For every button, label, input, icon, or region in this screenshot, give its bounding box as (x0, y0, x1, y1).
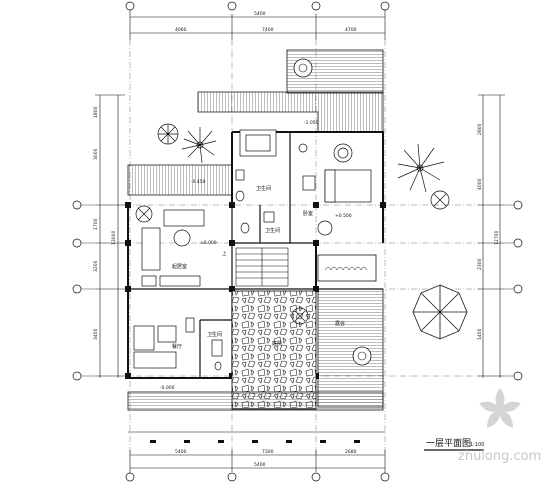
drawing-title: 一层平面图 (426, 438, 471, 449)
right-dimension-2: 4000 (477, 178, 483, 190)
deck-plant (293, 58, 313, 78)
room-label-living: 起居室 (172, 263, 187, 270)
roof-band (197, 91, 384, 133)
terrace-deck (317, 288, 384, 408)
left-dimension-3: 1700 (93, 218, 99, 230)
watermark-text: zhulong.com (458, 449, 541, 464)
tree-symbols (135, 123, 450, 325)
bedroom-furniture (298, 143, 372, 236)
left-dimension-4: 3200 (93, 260, 99, 272)
bottom-dimension-1: 5400 (175, 449, 187, 455)
room-label-terrace: 露台 (335, 320, 345, 327)
top-grid-bubbles (125, 1, 390, 11)
right-dimension-3: 2300 (477, 258, 483, 270)
dining-furniture (133, 317, 195, 369)
left-total-dimension: 13000 (111, 231, 117, 245)
room-label-bath-1: 卫生间 (256, 185, 271, 192)
bottom-grid-bubbles (125, 472, 390, 482)
level-living: ±0.000 (200, 240, 217, 246)
parasol-symbol (412, 284, 468, 340)
left-grid-bubbles (72, 200, 82, 381)
watermark-logo (479, 388, 521, 428)
room-label-courtyard: 庭院 (272, 340, 282, 347)
living-furniture (141, 209, 205, 287)
staircase (235, 247, 289, 287)
right-dimension-1: 2600 (477, 123, 483, 135)
drawing-scale: 1:100 (470, 442, 484, 448)
bottom-dimension-2: 7300 (262, 449, 274, 455)
room-label-dining: 餐厅 (172, 343, 182, 350)
bottom-dimension-3: 2680 (345, 449, 357, 455)
bath-fixtures (211, 129, 277, 371)
top-dimension-3: 4700 (345, 27, 357, 33)
right-grid-bubbles (513, 200, 523, 381)
front-walk (127, 391, 384, 411)
top-dimension-1: 4060 (175, 27, 187, 33)
top-total-dimension: 5400 (254, 11, 266, 17)
level-bedroom: +0.500 (335, 213, 352, 219)
right-dimension-chain (478, 94, 505, 378)
level-top: -1.050 (304, 120, 319, 126)
room-label-bath-2: 卫生间 (265, 227, 280, 234)
planter-row (150, 440, 360, 443)
left-dimension-chain (95, 94, 125, 378)
stair-up-label: 上 (222, 250, 227, 257)
bottom-total-dimension: 5400 (254, 462, 266, 468)
bottom-dimension-chain (129, 450, 386, 475)
left-dimension-1: 1800 (93, 106, 99, 118)
level-bottom: -0.000 (160, 385, 175, 391)
left-roof-band (127, 164, 233, 196)
right-total-dimension: 12700 (494, 231, 500, 245)
top-dimension-2: 7400 (262, 27, 274, 33)
left-dimension-2: 3000 (93, 148, 99, 160)
right-dimension-4: 1400 (477, 328, 483, 340)
top-dimension-chain (129, 10, 386, 40)
room-label-bath-3: 卫生间 (207, 331, 222, 338)
planting-strip (317, 254, 377, 282)
room-label-bedroom: 卧室 (303, 210, 313, 217)
left-dimension-5: 3400 (93, 328, 99, 340)
courtyard-paving (231, 290, 317, 410)
